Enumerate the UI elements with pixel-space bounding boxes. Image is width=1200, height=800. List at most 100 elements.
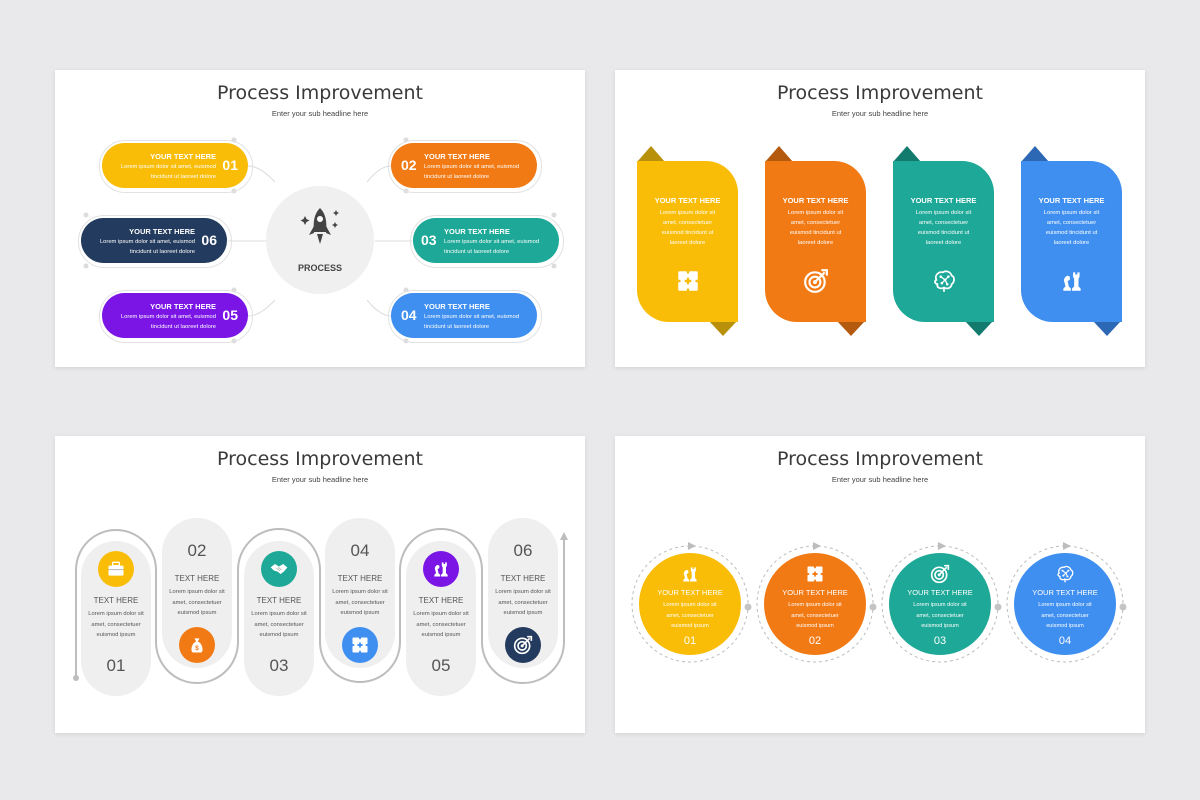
card-body: Lorem ipsum dolor sit amet, consectetuer e… [893,208,994,248]
step-body-line: amet, consectetuer [335,599,385,606]
step-title: TEXT HERE [256,596,302,605]
pill-title: YOUR TEXT HERE [129,227,195,236]
card-body-line: euismod tincidunt ut [1045,230,1098,236]
process-label: PROCESS [297,263,342,273]
ribbon-folds [765,146,865,336]
circle-number: 04 [1058,635,1072,647]
step-body-line: euismod ipsum [421,632,461,638]
circle-body-line: euismod ipsum [671,623,709,629]
step-title: TEXT HERE [337,574,383,583]
slide-serpentine-steps: Process Improvement Enter your sub headl… [55,436,585,733]
pill-body: Lorem ipsum dolor sit amet, euismod tinc… [121,312,216,332]
card-title: YOUR TEXT HERE [782,196,849,205]
pill-body-line: tincidunt ut laoreet dolore [424,324,490,330]
circle-number: 02 [808,635,822,647]
pill-item-03: 03 YOUR TEXT HERE Lorem ipsum dolor sit … [413,218,559,263]
step-title: TEXT HERE [418,596,464,605]
ribbon-card-body [1021,161,1122,322]
pill-outline [99,140,253,193]
circle-body-line: Lorem ipsum dolor sit [663,602,717,608]
step-body-line: Lorem ipsum dolor sit [88,611,144,617]
ribbon-card-body [637,161,738,322]
card-body-line: laoreet dolore [1053,240,1090,246]
slide-title: Process Improvement [217,448,423,470]
step-body-line: euismod ipsum [340,610,380,616]
target-icon [803,268,829,299]
pill-item-04: 04 YOUR TEXT HERE Lorem ipsum dolor sit … [391,293,537,338]
pill-body-line: tincidunt ut laoreet dolore [444,249,510,255]
card-body-line: Lorem ipsum dolor sit [659,210,716,216]
pill-body: Lorem ipsum dolor sit amet, euismod tinc… [424,312,519,332]
circle-number: 01 [683,635,697,647]
card-body-line: amet, consectetuer [918,220,969,226]
briefcase-icon [106,559,126,584]
step-body-line: amet, consectetuer [172,599,222,606]
step-title: TEXT HERE [93,596,139,605]
pill-number: 02 [401,157,417,173]
target-icon [513,635,533,660]
pill-outline [388,290,542,343]
pill-body: Lorem ipsum dolor sit amet, euismod tinc… [100,237,195,257]
card-body-line: euismod tincidunt ut [917,230,970,236]
pill-outline [388,140,542,193]
pill-number: 06 [201,232,217,248]
pill-body-line: Lorem ipsum dolor sit amet, euismod [99,239,195,245]
dashed-rings [631,542,1127,663]
pill-body-line: Lorem ipsum dolor sit amet, euismod [424,164,520,170]
slide-title: Process Improvement [217,82,423,104]
slide-ribbon-cards: Process Improvement Enter your sub headl… [615,70,1145,367]
step-title: TEXT HERE [174,574,220,583]
puzzle-icon [350,635,370,660]
card-body-line: Lorem ipsum dolor sit [915,210,972,216]
pill-number: 01 [222,157,238,173]
pill-body-line: tincidunt ut laoreet dolore [129,249,195,255]
step-body-line: euismod ipsum [96,632,136,638]
step-body-line: Lorem ipsum dolor sit [251,611,307,617]
circle-body-line: Lorem ipsum dolor sit [788,602,842,608]
ribbon-folds [893,146,993,336]
pill-number: 05 [222,307,238,323]
handshake-icon [269,559,289,584]
circle-body-line: amet, consectetuer [916,612,964,619]
step-body-line: amet, consectetuer [91,621,141,628]
serpentine-path [73,528,568,684]
step-number: 01 [106,656,126,675]
ribbon-card-body [765,161,866,322]
svg-text:$: $ [195,645,199,652]
step-icon-badge [261,551,297,587]
slide-radial-process: Process Improvement Enter your sub headl… [55,70,585,367]
step-body-line: Lorem ipsum dolor sit [413,611,469,617]
step-icon-badge: $ [179,627,215,663]
pill-body: Lorem ipsum dolor sit amet, euismod tinc… [444,237,539,257]
step-body-line: Lorem ipsum dolor sit [495,589,551,595]
step-number: 04 [350,541,370,560]
circle-body-line: Lorem ipsum dolor sit [1038,602,1092,608]
card-body-line: euismod tincidunt ut [789,230,842,236]
money-bag-icon: $ [187,635,207,660]
step-body-line: amet, consectetuer [416,621,466,628]
target-icon [930,564,950,589]
slide-circle-steps: Process Improvement Enter your sub headl… [615,436,1145,733]
card-title: YOUR TEXT HERE [654,196,721,205]
pill-outline [78,215,232,268]
chess-icon [431,559,451,584]
card-title: YOUR TEXT HERE [1038,196,1105,205]
circle-title: YOUR TEXT HERE [1032,588,1098,597]
pill-body-line: tincidunt ut laoreet dolore [150,324,216,330]
pill-title: YOUR TEXT HERE [424,152,490,161]
pill-outline [410,215,564,268]
pill-body-line: Lorem ipsum dolor sit amet, euismod [424,314,520,320]
slide-subtitle: Enter your sub headline here [271,475,369,484]
pill-title: YOUR TEXT HERE [444,227,510,236]
